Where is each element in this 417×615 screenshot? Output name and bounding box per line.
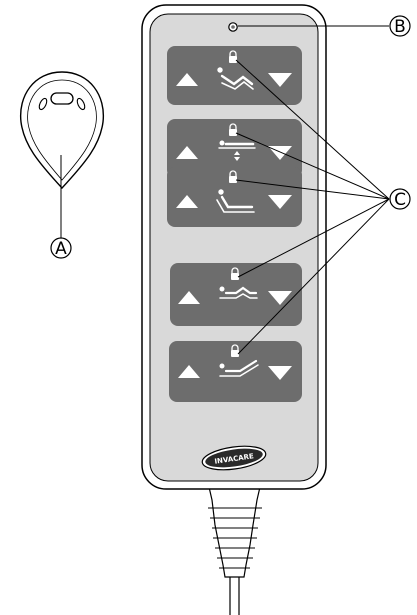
callout-c-leader-5 [237, 198, 390, 355]
padlock-icon [229, 170, 237, 183]
down-arrow-icon[interactable] [268, 291, 292, 305]
callout-c-leader-1 [235, 59, 390, 200]
backrest-icon [217, 67, 254, 90]
backrest-tilt-icon [216, 189, 255, 213]
height-adjust-icon [218, 140, 256, 161]
up-arrow-icon[interactable] [176, 146, 198, 159]
padlock-icon [231, 344, 239, 357]
leg-section-icon [219, 359, 259, 377]
key-fob [19, 71, 105, 190]
padlock-icon [231, 267, 239, 280]
callout-c-leader-4 [237, 198, 390, 278]
down-arrow-icon[interactable] [268, 195, 292, 209]
callout-c-leaders [235, 59, 390, 355]
callout-b: B [389, 15, 411, 37]
button-1-face[interactable] [167, 46, 302, 105]
callout-c-leader-2 [235, 132, 390, 200]
button-row-height[interactable] [167, 119, 302, 178]
knee-section-icon [219, 286, 258, 299]
brand-logo: INVACARE [201, 445, 267, 471]
up-arrow-icon[interactable] [176, 73, 198, 86]
down-arrow-icon[interactable] [268, 366, 292, 380]
led-indicator [228, 22, 238, 32]
key-fob-slot [50, 92, 74, 105]
button-rows [167, 46, 302, 402]
callout-a-label: A [55, 239, 67, 259]
padlock-icon [229, 50, 237, 63]
callout-c-label: C [394, 190, 406, 210]
button-row-knee[interactable] [170, 263, 302, 326]
down-arrow-icon[interactable] [268, 73, 292, 87]
up-arrow-icon[interactable] [176, 195, 198, 208]
key-fob-hole-left [38, 97, 48, 111]
button-3-face[interactable] [167, 167, 302, 227]
button-4-face[interactable] [170, 263, 302, 326]
cable [208, 486, 262, 615]
callout-a: A [50, 237, 72, 259]
padlock-icon [229, 123, 237, 136]
up-arrow-icon[interactable] [178, 291, 200, 304]
callout-b-label: B [394, 17, 406, 37]
callout-c-leader-3 [235, 179, 390, 200]
key-fob-inner-edge [27, 79, 97, 181]
button-row-backrest[interactable] [167, 46, 302, 105]
callout-c: C [389, 188, 411, 210]
key-fob-body [19, 71, 105, 190]
button-row-backrest-tilt[interactable] [167, 167, 302, 227]
button-row-leg[interactable] [169, 341, 302, 402]
up-arrow-icon[interactable] [178, 365, 200, 378]
cable-strain-relief [208, 486, 261, 578]
key-fob-hole-right [76, 97, 86, 111]
